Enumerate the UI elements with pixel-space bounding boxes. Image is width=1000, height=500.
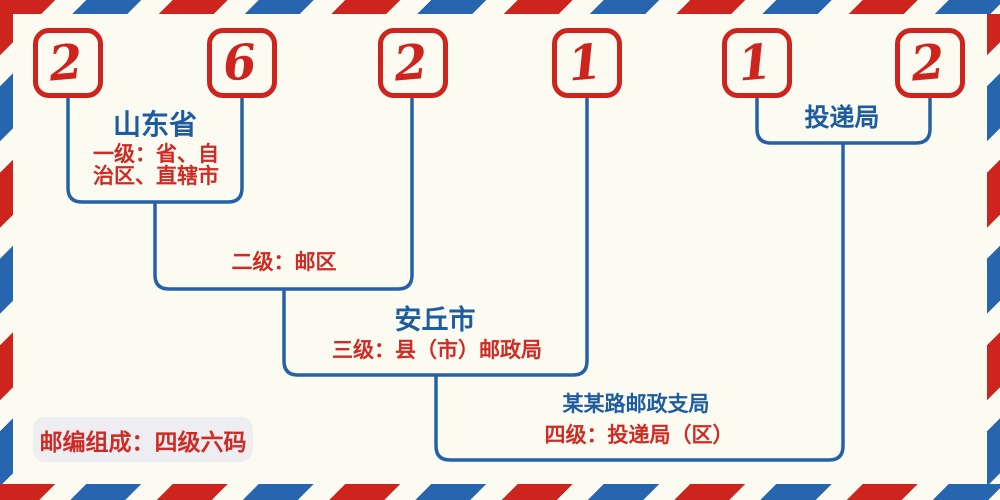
digit-4: 1 xyxy=(565,33,605,93)
digit-box-2: 6 xyxy=(207,28,277,98)
digit-box-3: 2 xyxy=(378,28,448,98)
level1-description-line1: 一级：省、自 xyxy=(93,143,219,166)
airmail-border-left xyxy=(0,0,13,500)
bracket-level4 xyxy=(434,143,845,462)
postal-code-composition-badge: 邮编组成：四级六码 xyxy=(33,417,253,462)
digit-6: 2 xyxy=(908,33,948,93)
level4-branch-name: 某某路邮政支局 xyxy=(562,393,710,416)
digit-3: 2 xyxy=(391,33,431,93)
digit-5: 1 xyxy=(735,33,775,93)
level2-description: 二级：邮区 xyxy=(231,251,337,274)
delivery-bureau-label: 投递局 xyxy=(804,104,880,132)
level3-city-name: 安丘市 xyxy=(394,305,476,335)
level1-province-name: 山东省 xyxy=(112,109,198,140)
digit-2: 6 xyxy=(220,33,260,93)
digit-box-1: 2 xyxy=(33,28,103,98)
level3-description: 三级：县（市）邮政局 xyxy=(332,339,542,362)
level4-description: 四级：投递局（区） xyxy=(544,424,734,447)
level1-description-line2: 治区、直辖市 xyxy=(93,165,219,188)
airmail-border-right xyxy=(987,0,1000,500)
digit-box-5: 1 xyxy=(722,28,792,98)
airmail-border-top xyxy=(0,0,1000,14)
digit-box-6: 2 xyxy=(895,28,965,98)
level1-description: 一级：省、自 治区、直辖市 xyxy=(93,144,219,188)
digit-1: 2 xyxy=(46,33,86,93)
airmail-border-bottom xyxy=(0,484,1000,500)
digit-box-4: 1 xyxy=(552,28,622,98)
bracket-delivery xyxy=(755,97,932,145)
